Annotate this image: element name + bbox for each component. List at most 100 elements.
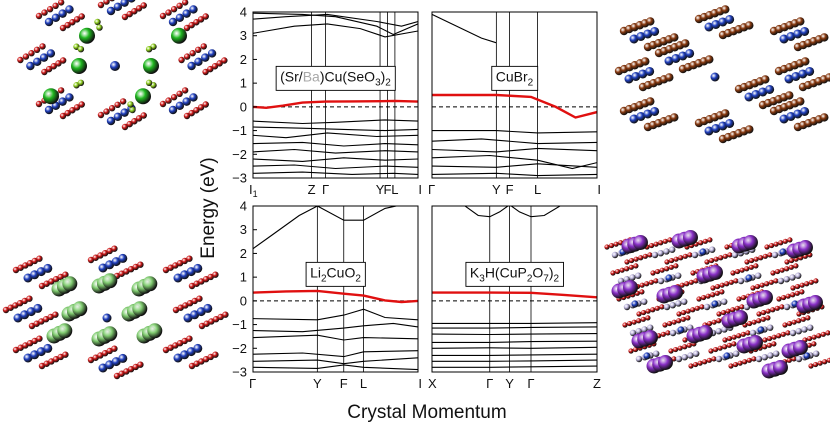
y-tick-label: 1 — [240, 270, 247, 285]
crystal-structures — [2, 0, 830, 380]
y-tick-label: 0 — [240, 99, 247, 114]
k-point-label: I1 — [249, 182, 258, 199]
material-label: Li2CuO2 — [305, 261, 366, 287]
cubr2-structure — [614, 5, 830, 144]
k-point-label: F — [340, 376, 348, 391]
y-tick-label: −3 — [232, 171, 247, 186]
band-line — [253, 12, 418, 36]
band-line — [253, 171, 418, 175]
k-point-label: Y — [492, 182, 501, 197]
y-tick-label: 4 — [240, 199, 247, 214]
k-point-label: Γ — [486, 376, 493, 391]
panel-frame — [431, 11, 598, 179]
y-tick-label: −2 — [232, 341, 247, 356]
band-line — [253, 141, 418, 147]
y-tick-label: 0 — [240, 293, 247, 308]
k-point-label: X — [428, 376, 437, 391]
k-point-label: Z — [593, 376, 601, 391]
band-line — [432, 130, 597, 134]
y-tick-label: −1 — [232, 123, 247, 138]
k-point-label: Y — [505, 376, 514, 391]
y-tick-label: 2 — [240, 52, 247, 67]
band-line — [253, 357, 418, 365]
k-point-label: Γ — [428, 182, 435, 197]
k-point-label: I — [418, 182, 422, 197]
y-tick-label: −2 — [232, 147, 247, 162]
y-tick-label: −1 — [232, 317, 247, 332]
band-line — [432, 340, 597, 343]
band-line — [253, 126, 418, 132]
band-line — [432, 322, 597, 324]
x-axis-label: Crystal Momentum — [347, 402, 506, 423]
svg-text:Li2CuO2: Li2CuO2 — [310, 264, 361, 284]
k-point-label: Γ — [322, 182, 329, 197]
band-line — [432, 138, 597, 145]
k-point-label: Y — [313, 376, 322, 391]
band-line — [432, 326, 597, 329]
panel-frame — [252, 205, 419, 373]
band-line — [432, 172, 597, 177]
band-line — [253, 164, 418, 170]
band-line — [253, 322, 418, 333]
band-line — [432, 147, 597, 153]
k3hcup2o7-structure — [604, 229, 830, 379]
y-tick-label: 3 — [240, 222, 247, 237]
band-line — [253, 13, 418, 27]
material-label: (Sr/Ba)Cu(SeO3)2 — [275, 65, 396, 91]
band-line — [253, 350, 418, 358]
y-tick-label: 1 — [240, 76, 247, 91]
k-point-label: Y — [376, 182, 385, 197]
svg-text:CuBr2: CuBr2 — [496, 68, 534, 88]
highlighted-band — [432, 291, 597, 299]
svg-text:K3H(CuP2O7)2: K3H(CuP2O7)2 — [470, 264, 560, 284]
band-line — [253, 206, 399, 250]
k-point-label: L — [391, 182, 398, 197]
band-line — [253, 148, 418, 154]
band-line — [432, 359, 597, 362]
material-label: K3H(CuP2O7)2 — [465, 261, 564, 287]
k-point-label: L — [534, 182, 541, 197]
srcuseo3-structure — [17, 0, 228, 131]
k-point-label: L — [360, 376, 367, 391]
k-point-label: F — [506, 182, 514, 197]
panel-frame — [431, 205, 598, 373]
panel-frame — [252, 11, 419, 179]
band-line — [464, 206, 562, 218]
y-tick-label: 2 — [240, 246, 247, 261]
band-line — [253, 157, 418, 162]
y-tick-label: 3 — [240, 28, 247, 43]
svg-text:(Sr/Ba)Cu(SeO3)2: (Sr/Ba)Cu(SeO3)2 — [280, 68, 391, 88]
band-line — [253, 132, 418, 139]
y-tick-label: 4 — [240, 5, 247, 20]
highlighted-band — [253, 99, 418, 110]
k-point-label: Γ — [527, 376, 534, 391]
material-label: CuBr2 — [491, 65, 539, 91]
band-line — [432, 13, 497, 44]
band-line — [432, 163, 597, 168]
band-line — [432, 333, 597, 336]
li2cuo2-structure — [2, 245, 229, 380]
y-tick-label: −3 — [232, 365, 247, 380]
k-point-label: I — [597, 182, 601, 197]
k-point-label: F — [383, 182, 391, 197]
band-line — [253, 364, 418, 371]
k-point-label: I — [418, 376, 422, 391]
k-point-label: Γ — [249, 376, 256, 391]
band-line — [253, 23, 418, 38]
highlighted-band — [432, 93, 597, 119]
band-line — [432, 353, 597, 356]
band-line — [432, 365, 597, 368]
highlighted-band — [253, 289, 418, 304]
band-line — [432, 346, 597, 349]
band-line — [253, 308, 418, 321]
k-point-label: Z — [308, 182, 316, 197]
y-axis-label: Energy (eV) — [198, 157, 219, 258]
band-line — [253, 119, 418, 125]
band-line — [253, 334, 418, 341]
